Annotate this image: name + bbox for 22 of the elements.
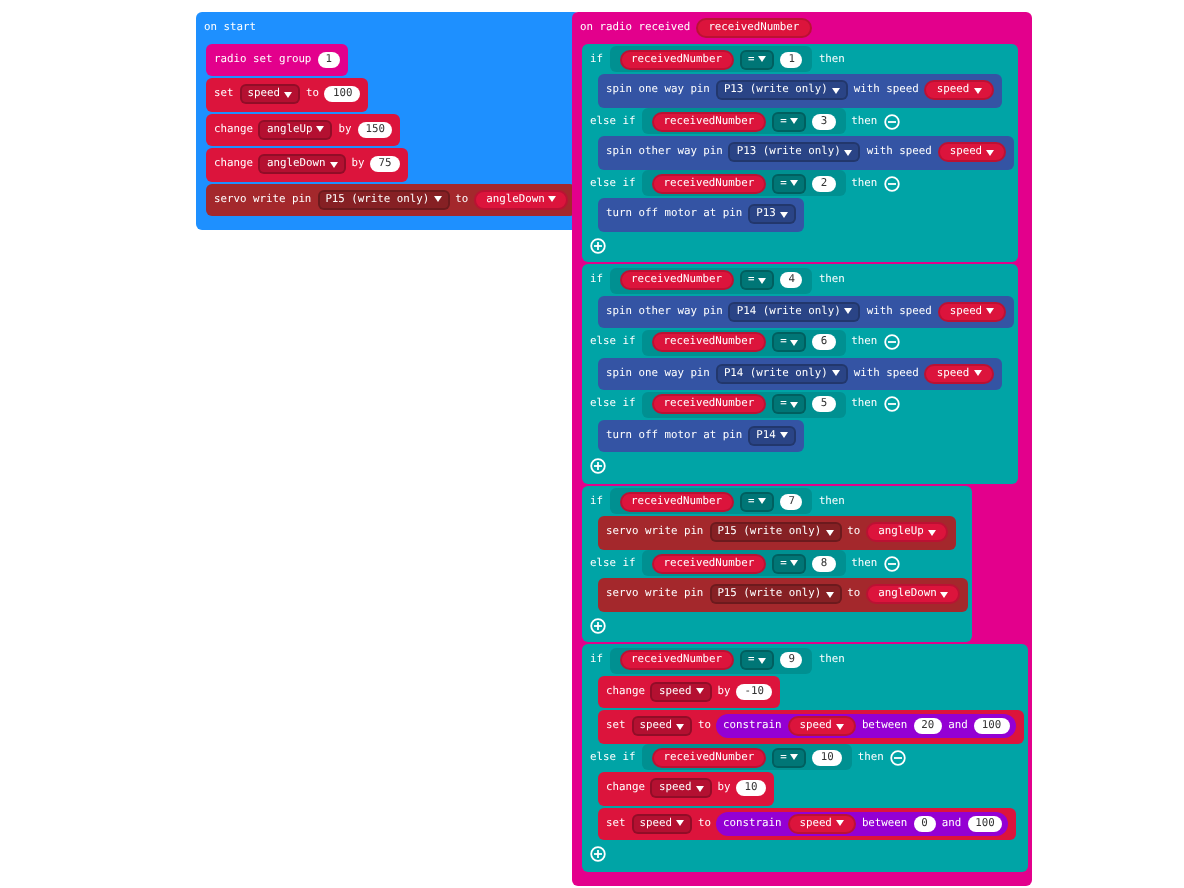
statement-block [598, 772, 774, 805]
statement-block [598, 198, 804, 231]
if-block [582, 43, 1019, 262]
statement-block [598, 357, 1002, 390]
statement-block [598, 74, 1002, 107]
if-block [582, 644, 1028, 871]
if-block [582, 264, 1019, 483]
statement-block [206, 78, 369, 111]
statement-block [598, 675, 780, 708]
statement-block [598, 516, 956, 549]
statement-block [206, 148, 408, 181]
if-block [582, 485, 973, 642]
statement-block [598, 710, 1024, 743]
statement-block [598, 578, 969, 611]
event-block [572, 12, 1032, 885]
statement-block [206, 43, 348, 76]
statement-block [598, 295, 1015, 328]
statement-block [598, 419, 804, 452]
statement-block [206, 113, 401, 146]
statement-block [598, 136, 1015, 169]
statement-block [598, 807, 1017, 840]
statement-block [206, 183, 577, 216]
